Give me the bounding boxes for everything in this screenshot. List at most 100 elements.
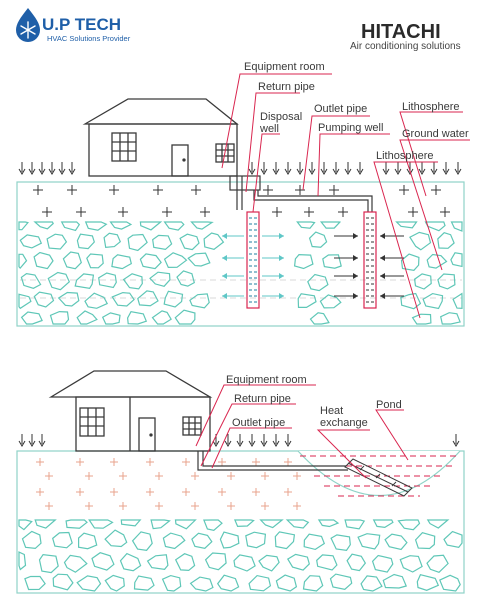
rock <box>331 574 352 589</box>
rock <box>373 556 393 573</box>
rock <box>92 553 114 570</box>
soil-cross <box>261 502 269 510</box>
rock <box>192 533 212 548</box>
rock <box>35 520 55 528</box>
outflow-arrow-left-head <box>222 273 227 279</box>
rock <box>22 312 42 324</box>
rock <box>53 533 72 548</box>
soil-cross <box>261 472 269 480</box>
rock <box>140 222 160 230</box>
rock <box>385 534 407 549</box>
soil-cross <box>67 185 77 195</box>
rock <box>347 554 365 570</box>
rock-layer-bottom <box>19 520 462 591</box>
label-return-pipe: Return pipe <box>258 81 315 93</box>
soil-cross <box>36 458 44 466</box>
rock <box>246 532 266 548</box>
rock <box>275 532 294 549</box>
rock <box>453 294 462 309</box>
soil-cross <box>119 502 127 510</box>
rock <box>151 520 169 529</box>
soil-cross <box>76 207 86 217</box>
rock <box>165 253 187 268</box>
rock <box>192 222 213 229</box>
rock <box>298 294 316 308</box>
inflow-arrow-right-head <box>380 255 385 261</box>
soil-cross <box>153 185 163 195</box>
rock <box>105 575 124 591</box>
rock <box>383 575 406 589</box>
soil-cross <box>200 207 210 217</box>
rock <box>402 254 419 270</box>
label-heat-exchange-1: Heat <box>320 405 343 417</box>
rock <box>311 313 329 324</box>
rock <box>135 576 155 590</box>
rock <box>444 532 462 548</box>
rock <box>153 311 172 324</box>
rock <box>34 292 53 307</box>
rock <box>163 533 184 548</box>
rock <box>21 274 40 289</box>
outflow-arrow-left-head <box>222 255 227 261</box>
rock <box>105 530 127 546</box>
soil-cross <box>45 502 53 510</box>
soil-cross <box>440 207 450 217</box>
rock <box>23 531 42 548</box>
inflow-arrow-right-head <box>380 233 385 239</box>
label-lithosphere-lower: Lithosphere <box>376 150 434 162</box>
rock <box>323 255 341 268</box>
soil-cross <box>110 458 118 466</box>
rock <box>397 222 417 228</box>
label-equipment-room-bottom: Equipment room <box>226 374 307 386</box>
soil-cross <box>85 502 93 510</box>
rock <box>25 577 45 590</box>
rock <box>180 234 199 249</box>
soil-cross <box>119 472 127 480</box>
rock <box>85 293 107 308</box>
rock <box>128 312 147 324</box>
rock <box>310 232 327 247</box>
label-return-pipe-bottom: Return pipe <box>234 393 291 405</box>
rock <box>79 533 97 549</box>
rock <box>288 554 310 570</box>
rock <box>415 274 432 289</box>
rock <box>297 222 314 228</box>
rock <box>452 222 463 231</box>
label-equipment-room: Equipment room <box>244 61 325 73</box>
rock <box>295 255 313 269</box>
inflow-arrow-left-head <box>353 273 358 279</box>
rock <box>164 291 182 307</box>
rock <box>163 576 181 591</box>
rock <box>77 311 97 324</box>
rock <box>133 532 153 550</box>
rock <box>319 520 338 527</box>
soil-cross <box>118 207 128 217</box>
soil-cross <box>293 502 301 510</box>
pond <box>298 451 460 496</box>
hitachi-brand: HITACHI <box>361 21 441 43</box>
rock <box>218 575 239 591</box>
equipment-pipes-top <box>230 176 372 212</box>
label-disposal-well-1: Disposal <box>260 111 302 123</box>
rock <box>153 235 172 249</box>
soil-cross <box>431 185 441 195</box>
rock <box>440 575 460 591</box>
rock <box>104 233 120 247</box>
rock <box>358 534 380 549</box>
soil-cross <box>109 185 119 195</box>
soil-cross <box>304 207 314 217</box>
top-diagram: Equipment room Return pipe Outlet pipe D… <box>17 61 470 326</box>
rock <box>259 555 279 571</box>
rock <box>441 313 460 324</box>
outflow-arrow-right-head <box>279 273 284 279</box>
rock <box>321 222 340 228</box>
ground-section-top <box>17 182 464 326</box>
hitachi-tagline: Air conditioning solutions <box>350 41 461 52</box>
rock <box>150 272 170 286</box>
inflow-arrow-right-head <box>380 273 385 279</box>
outflow-arrow-right-head <box>279 233 284 239</box>
rock <box>111 222 131 229</box>
rock <box>320 295 340 308</box>
rock <box>234 555 255 571</box>
rock <box>75 274 93 289</box>
